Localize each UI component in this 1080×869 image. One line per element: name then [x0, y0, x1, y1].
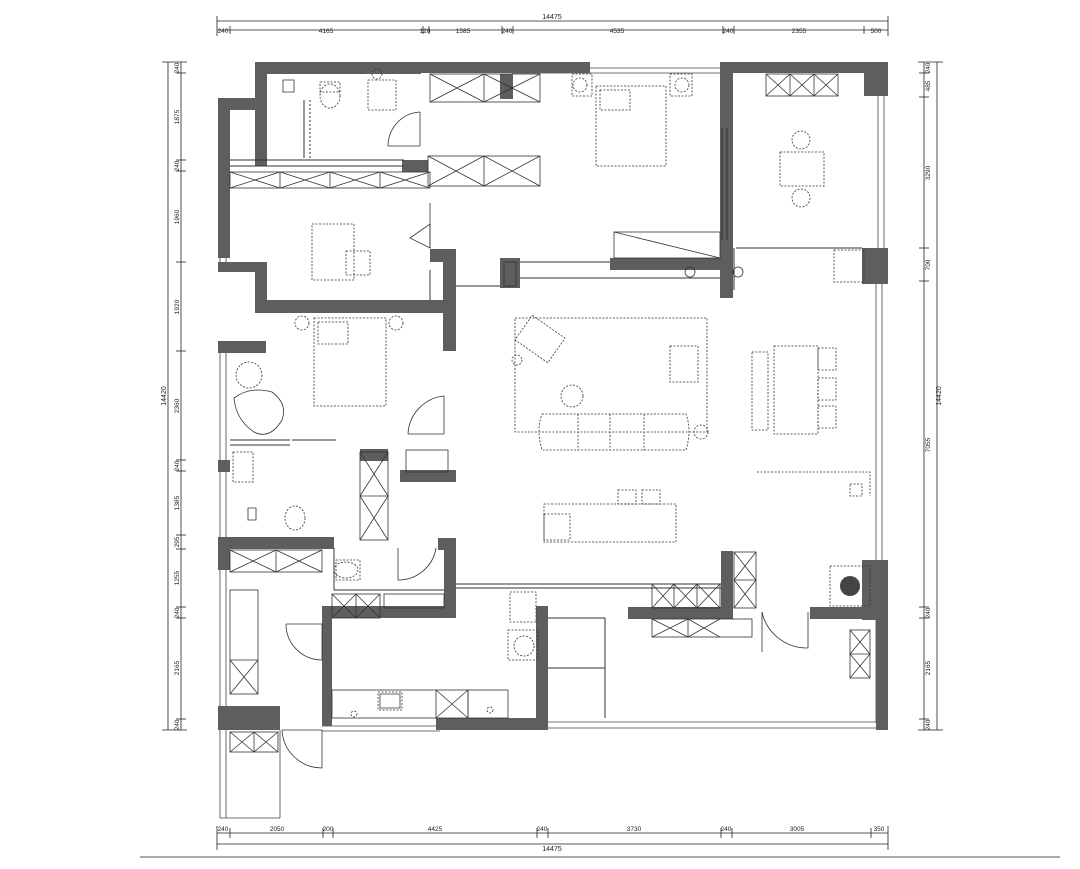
top-dim-label: 240	[502, 28, 513, 35]
bottom-dim-label: 3730	[627, 826, 642, 833]
doors	[281, 111, 809, 769]
right-total-label: 14420	[936, 386, 943, 406]
left-dim-label: 240	[174, 607, 181, 618]
left-dim-label: 1385	[174, 495, 181, 510]
bottom-dimension-chain: 240 2050 200 4425 240 3730 240 3005 350 …	[140, 826, 1060, 858]
bottom-dim-label: 240	[218, 826, 229, 833]
left-dim-label: 1255	[174, 570, 181, 585]
furniture	[232, 68, 871, 718]
bottom-dim-label: 200	[323, 826, 334, 833]
window-lines	[219, 67, 885, 819]
bottom-dim-label: 350	[874, 826, 885, 833]
top-total-label: 14475	[542, 14, 562, 21]
walls	[218, 62, 888, 730]
top-dim-label: 120	[420, 28, 431, 35]
right-dimension-chain: 240 485 3290 700 7055 240 2165 240 14420	[918, 61, 943, 730]
right-dim-label: 240	[925, 607, 932, 618]
left-dim-label: 1920	[174, 299, 181, 314]
left-dim-label: 240	[174, 160, 181, 171]
right-dim-label: 485	[925, 80, 932, 91]
top-dim-label: 4535	[610, 28, 625, 35]
left-dim-label: 2165	[174, 660, 181, 675]
top-dim-label: 2355	[792, 28, 807, 35]
right-dim-label: 2165	[925, 660, 932, 675]
left-dim-label: 240	[174, 62, 181, 73]
bottom-dim-label: 2050	[270, 826, 285, 833]
left-dim-label: 2360	[174, 398, 181, 413]
left-dimension-chain: 240 1875 240 1960 1920 2360 240 1385 295…	[161, 61, 187, 730]
top-dim-label: 240	[723, 28, 734, 35]
cabinets	[229, 73, 871, 753]
right-dim-label: 7055	[925, 437, 932, 452]
left-dim-label: 240	[174, 460, 181, 471]
left-total-label: 14420	[161, 386, 168, 406]
left-dim-label: 295	[174, 536, 181, 547]
bottom-dim-label: 240	[537, 826, 548, 833]
bottom-dim-label: 240	[721, 826, 732, 833]
bottom-dim-label: 3005	[790, 826, 805, 833]
bottom-total-label: 14475	[542, 846, 562, 853]
top-dim-label: 4165	[319, 28, 334, 35]
top-dim-label: 240	[218, 28, 229, 35]
left-dim-label: 1875	[174, 109, 181, 124]
right-dim-label: 240	[925, 62, 932, 73]
right-dim-label: 700	[925, 259, 932, 270]
top-dim-label: 1585	[456, 28, 471, 35]
top-dim-label: 500	[871, 28, 882, 35]
left-dim-label: 240	[174, 719, 181, 730]
top-dimension-chain: 14475 240 4165 120 1585 240 4535 240 235…	[216, 14, 889, 36]
right-dim-label: 3290	[925, 165, 932, 180]
left-dim-label: 1960	[174, 209, 181, 224]
right-dim-label: 240	[925, 719, 932, 730]
bottom-dim-label: 4425	[428, 826, 443, 833]
